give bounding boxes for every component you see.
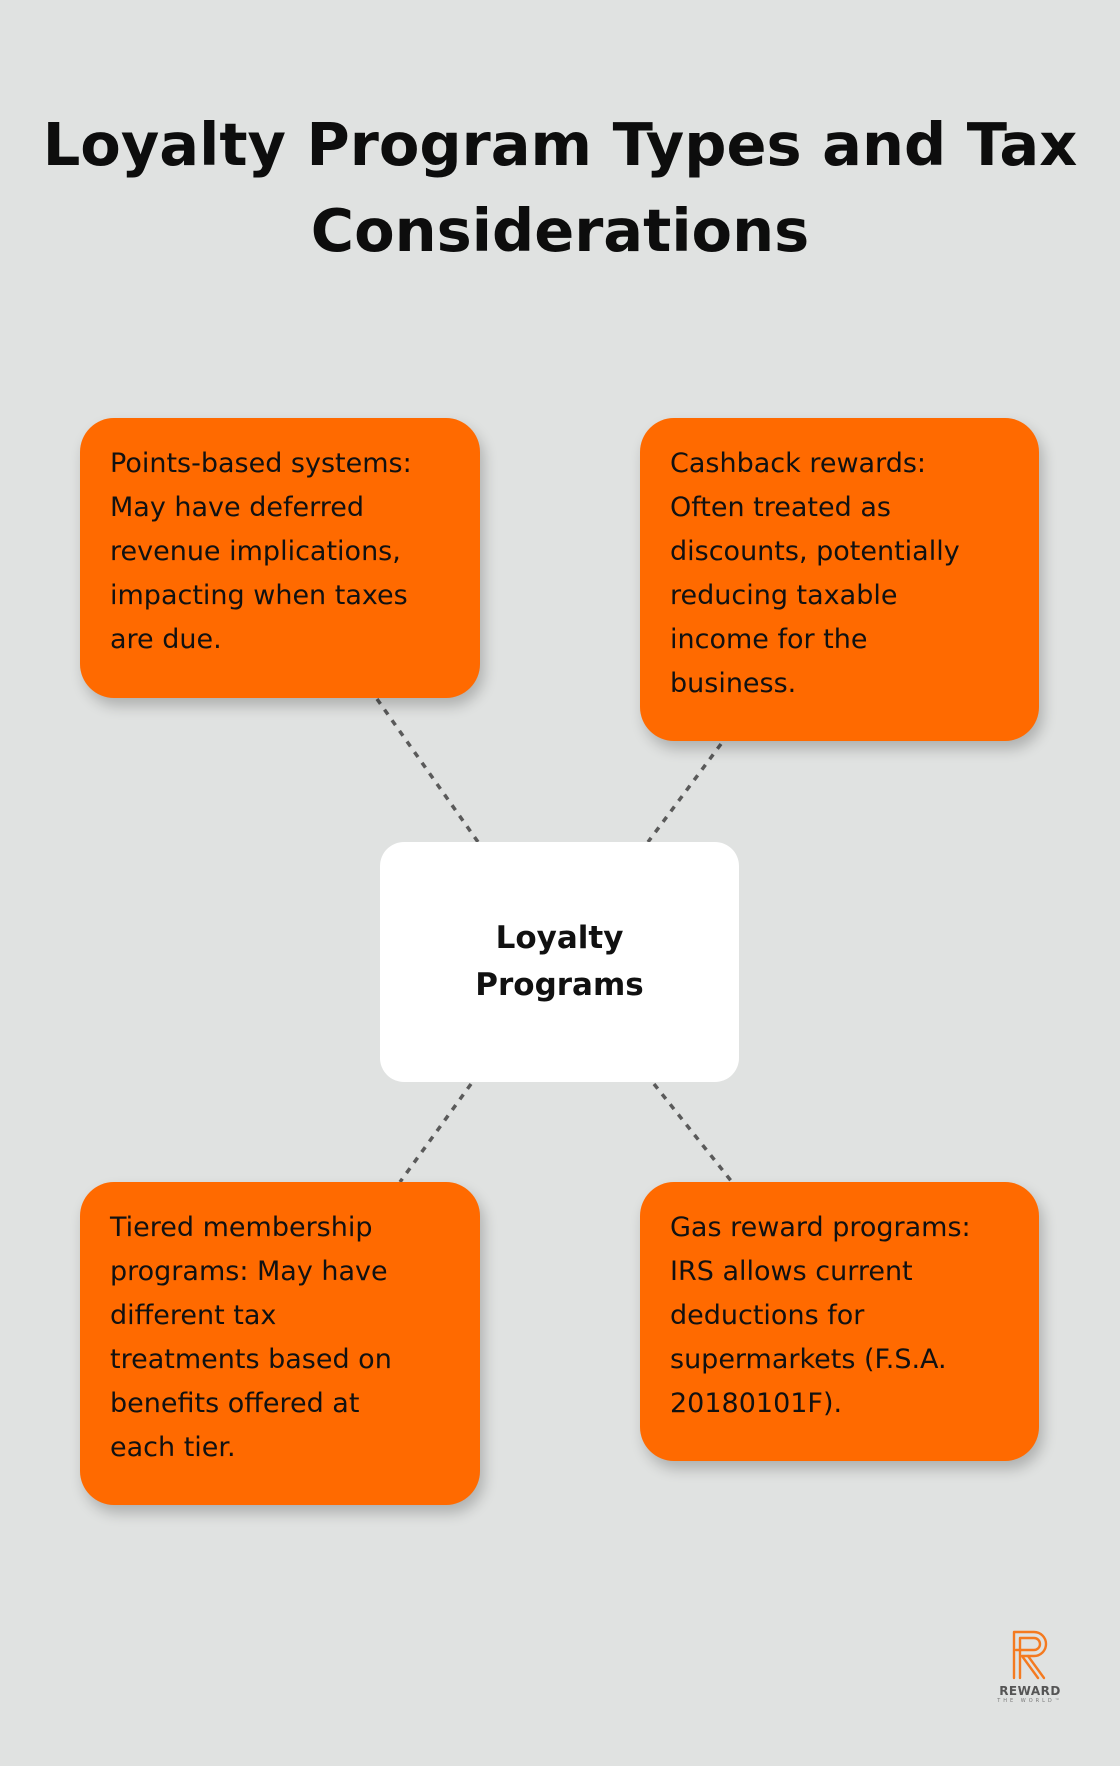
connector-cashback (646, 742, 723, 844)
box-text-line: Points-based systems: (110, 448, 412, 479)
box-text-line: impacting when taxes (110, 580, 408, 611)
box-text-line: discounts, potentially (670, 536, 960, 567)
box-cashback: Cashback rewards: Often treated as disco… (640, 418, 1039, 741)
box-text-line: treatments based on (110, 1344, 392, 1375)
box-text-line: Cashback rewards: (670, 448, 926, 479)
box-tiered: Tiered membership programs: May have dif… (80, 1182, 480, 1505)
box-gas-rewards: Gas reward programs: IRS allows current … (640, 1182, 1039, 1461)
box-text-line: revenue implications, (110, 536, 401, 567)
box-points-based: Points-based systems: May have deferred … (80, 418, 480, 698)
page-title: Loyalty Program Types and Tax Considerat… (0, 102, 1120, 274)
center-text-line: Loyalty (495, 920, 624, 956)
reward-the-world-logo: REWARD THE WORLD™ (990, 1628, 1070, 1704)
r-logo-icon (1012, 1630, 1048, 1680)
box-text-line: supermarkets (F.S.A. (670, 1344, 947, 1375)
box-text-line: Gas reward programs: (670, 1212, 971, 1243)
box-text-line: 20180101F). (670, 1388, 843, 1419)
box-text-line: IRS allows current (670, 1256, 913, 1287)
connector-points (375, 697, 480, 844)
title-line: Loyalty Program Types and Tax (42, 110, 1078, 179)
box-text-line: income for the (670, 624, 868, 655)
box-text-line: different tax (110, 1300, 277, 1331)
box-text-line: Often treated as (670, 492, 891, 523)
title-line: Considerations (310, 196, 810, 265)
box-text-line: programs: May have (110, 1256, 388, 1287)
connector-tiered (398, 1082, 473, 1184)
logo-tagline: THE WORLD™ (997, 1698, 1063, 1704)
box-text-line: are due. (110, 624, 222, 655)
box-text-line: business. (670, 668, 797, 699)
connector-gas (652, 1082, 734, 1184)
box-text-line: deductions for (670, 1300, 865, 1331)
logo-wordmark: REWARD (999, 1684, 1061, 1698)
box-text-line: reducing taxable (670, 580, 898, 611)
box-text-line: benefits offered at (110, 1388, 360, 1419)
center-text-line: Programs (475, 967, 644, 1003)
center-node: Loyalty Programs (380, 842, 739, 1082)
box-text-line: Tiered membership (110, 1212, 373, 1243)
box-text-line: May have deferred (110, 492, 364, 523)
box-text-line: each tier. (110, 1432, 236, 1463)
